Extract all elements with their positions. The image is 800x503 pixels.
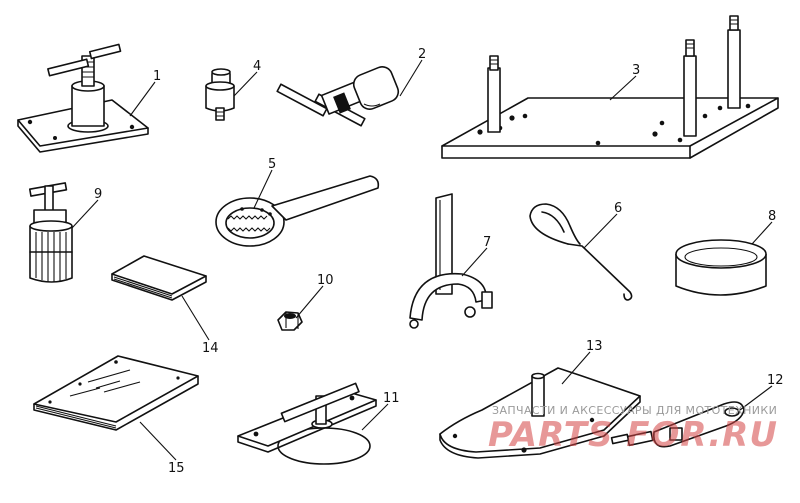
item-number-8: 8	[768, 209, 776, 224]
item-number-10: 10	[317, 273, 334, 288]
item-number-3: 3	[632, 63, 640, 78]
watermark-caption: ЗАПЧАСТИ И АКСЕССУАРЫ ДЛЯ МОТОТЕХНИКИ	[492, 404, 777, 417]
tool-6-wire-loop	[529, 203, 633, 301]
item-number-2: 2	[418, 47, 426, 62]
tool-4-sleeve	[205, 68, 235, 121]
tool-12-link-tool	[610, 401, 745, 448]
tool-1-press-base	[17, 43, 149, 153]
tool-2-t-handle-puller	[276, 66, 400, 127]
leader-lines	[71, 59, 773, 461]
tool-5-clutch-spanner	[215, 175, 380, 247]
item-number-15: 15	[168, 461, 185, 476]
item-number-14: 14	[202, 341, 219, 356]
tool-8-ring	[675, 239, 767, 296]
item-number-12: 12	[767, 373, 784, 388]
tool-11-bracket-press	[237, 382, 377, 465]
tool-14-small-book	[111, 255, 207, 301]
tool-3-pin-plate	[441, 15, 779, 159]
item-number-5: 5	[268, 157, 276, 172]
tool-7-timing-gauge	[409, 193, 493, 329]
watermark-brand: PARTS FOR.RU	[488, 415, 778, 455]
item-number-7: 7	[483, 235, 491, 250]
tool-15-manual-book	[33, 355, 199, 431]
tool-10-nut	[277, 311, 303, 331]
tool-13-angled-plate	[439, 367, 641, 459]
item-number-1: 1	[153, 69, 161, 84]
watermark: ЗАПЧАСТИ И АКСЕССУАРЫ ДЛЯ МОТОТЕХНИКИ PA…	[488, 404, 778, 455]
item-number-11: 11	[383, 391, 400, 406]
tool-9-puller-collar	[28, 182, 73, 283]
item-number-4: 4	[253, 59, 261, 74]
item-number-13: 13	[586, 339, 603, 354]
item-number-9: 9	[94, 187, 102, 202]
item-number-6: 6	[614, 201, 622, 216]
part-numbers: 1 2 3 4 5 6 7 8 9 10 11 12 13 14 15	[94, 47, 784, 476]
